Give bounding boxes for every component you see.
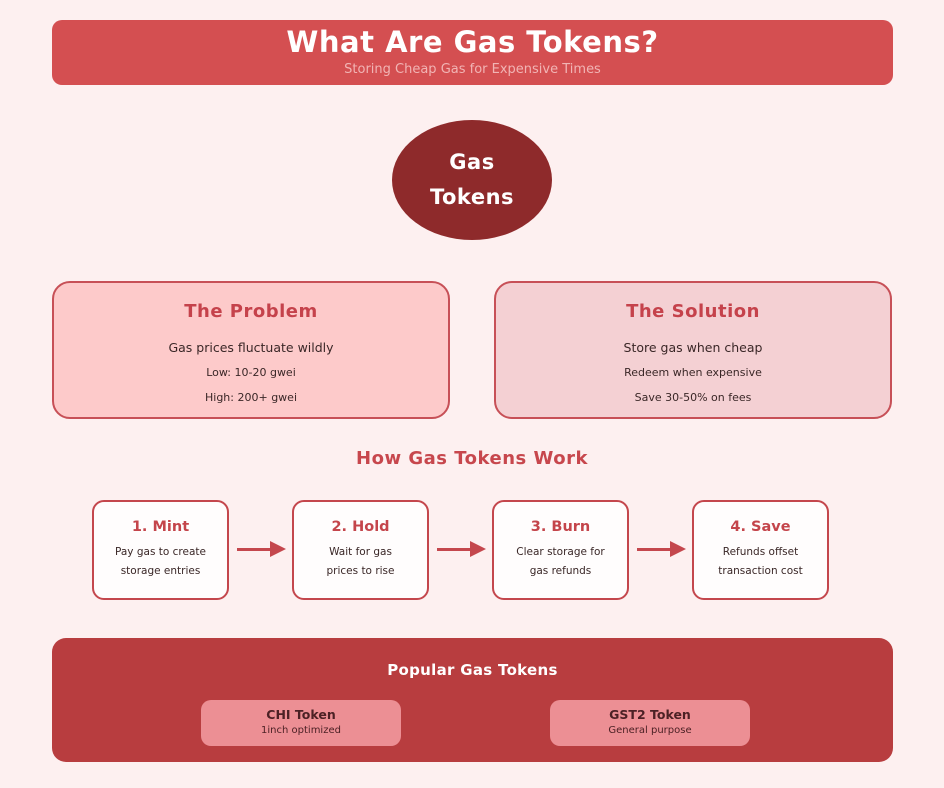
step-mint-line1: Pay gas to create [115, 546, 206, 558]
step-hold-body: Wait for gas prices to rise [294, 543, 427, 581]
page-title: What Are Gas Tokens? [286, 25, 659, 59]
solution-line-1: Store gas when cheap [623, 340, 763, 355]
solution-title: The Solution [626, 301, 760, 322]
gst2-token-name: GST2 Token [609, 707, 691, 722]
step-mint-body: Pay gas to create storage entries [94, 543, 227, 581]
problem-title: The Problem [184, 301, 318, 322]
solution-line-2: Redeem when expensive [624, 366, 762, 379]
page-subtitle: Storing Cheap Gas for Expensive Times [344, 62, 601, 77]
step-box-hold: 2. Hold Wait for gas prices to rise [292, 500, 429, 600]
step-box-mint: 1. Mint Pay gas to create storage entrie… [92, 500, 229, 600]
step-hold-line2: prices to rise [326, 565, 395, 577]
step-burn-body: Clear storage for gas refunds [494, 543, 627, 581]
step-box-burn: 3. Burn Clear storage for gas refunds [492, 500, 629, 600]
step-save-body: Refunds offset transaction cost [694, 543, 827, 581]
token-card-gst2: GST2 Token General purpose [550, 700, 750, 746]
gas-tokens-node-line1: Gas [449, 150, 495, 174]
step-burn-line1: Clear storage for [516, 546, 605, 558]
token-card-chi: CHI Token 1inch optimized [201, 700, 401, 746]
step-save-title: 4. Save [730, 519, 791, 535]
header-banner: What Are Gas Tokens? Storing Cheap Gas f… [52, 20, 893, 85]
how-it-works-heading: How Gas Tokens Work [356, 448, 588, 469]
problem-line-3: High: 200+ gwei [205, 391, 297, 404]
chi-token-description: 1inch optimized [261, 725, 341, 736]
step-hold-title: 2. Hold [331, 519, 390, 535]
step-burn-line2: gas refunds [529, 565, 592, 577]
step-burn-title: 3. Burn [530, 519, 591, 535]
problem-box: The Problem Gas prices fluctuate wildly … [52, 281, 450, 419]
popular-tokens-panel: Popular Gas Tokens CHI Token 1inch optim… [52, 638, 893, 762]
step-mint-title: 1. Mint [131, 519, 190, 535]
solution-box: The Solution Store gas when cheap Redeem… [494, 281, 892, 419]
arrow-shaft [237, 547, 271, 551]
step-mint-line2: storage entries [120, 565, 201, 577]
arrow-head-icon [670, 541, 686, 557]
arrow-shaft [437, 547, 471, 551]
step-save-line2: transaction cost [718, 565, 803, 577]
arrow-head-icon [270, 541, 286, 557]
arrow-head-icon [470, 541, 486, 557]
gas-tokens-node-line2: Tokens [429, 185, 515, 209]
step-hold-line1: Wait for gas [329, 546, 392, 558]
gst2-token-description: General purpose [608, 725, 692, 736]
arrow-shaft [637, 547, 671, 551]
problem-line-2: Low: 10-20 gwei [206, 366, 296, 379]
gas-tokens-node: Gas Tokens [392, 120, 552, 240]
step-box-save: 4. Save Refunds offset transaction cost [692, 500, 829, 600]
popular-tokens-heading: Popular Gas Tokens [387, 661, 558, 679]
chi-token-name: CHI Token [266, 707, 336, 722]
arrow-burn-to-save [637, 541, 687, 557]
arrow-hold-to-burn [437, 541, 487, 557]
arrow-mint-to-hold [237, 541, 287, 557]
problem-line-1: Gas prices fluctuate wildly [168, 340, 334, 355]
solution-line-3: Save 30-50% on fees [634, 391, 752, 404]
step-save-line1: Refunds offset [722, 546, 799, 558]
